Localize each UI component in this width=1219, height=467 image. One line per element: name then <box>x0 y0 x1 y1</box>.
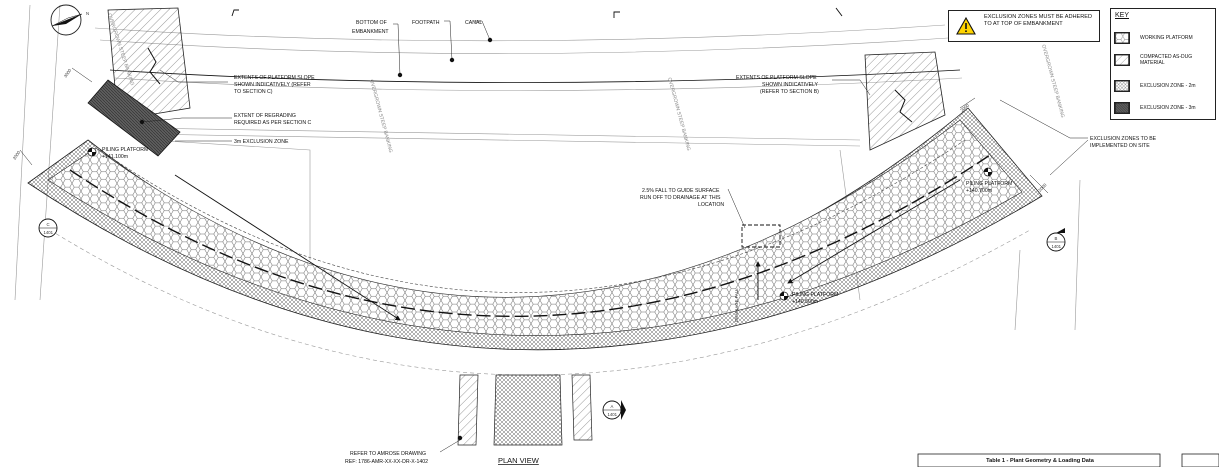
refer-drawing-label-1: REFER TO AMROSE DRAWING <box>350 451 426 457</box>
exclusion-3m-swatch-icon <box>1114 102 1130 114</box>
table-frame-right <box>1181 453 1219 467</box>
refer-drawing-label-2: REF: 1786-AMR-XX-XX-DR-X-1402 <box>345 459 428 465</box>
working-platform-swatch-icon <box>1114 32 1130 44</box>
north-arrow-icon: N <box>50 4 89 36</box>
section-a-ref: 1401 <box>608 412 618 417</box>
exclusion-zone-3m <box>87 79 181 157</box>
exclusion-site-label-1: EXCLUSION ZONES TO BE <box>1090 136 1157 142</box>
slope-right-label-1: EXTENTS OF PLATFORM SLOPE <box>736 75 817 81</box>
piling-right-label-2: +140.700m <box>966 188 992 194</box>
embankment-left <box>107 7 191 121</box>
piling-left-label-1: PILING PLATFORM <box>102 147 148 153</box>
section-c-letter: C <box>47 222 50 227</box>
section-a-letter: A <box>611 404 614 409</box>
dim-2000-top: 2000 <box>959 102 970 112</box>
north-label: N <box>86 11 89 16</box>
dim-2000-left: 2000 <box>12 149 22 160</box>
section-marker-a: A 1401 <box>602 400 626 420</box>
key-item-exclusion-3m: EXCLUSION ZONE - 3m <box>1114 102 1214 116</box>
working-platform-hex <box>48 120 1022 336</box>
regrading-label-1: EXTENT OF REGRADING <box>234 113 296 119</box>
leader-lines <box>141 20 1089 453</box>
access-ramp <box>457 374 593 446</box>
key-item-compacted: COMPACTED AS-DUG MATERIAL <box>1114 54 1214 68</box>
key-item-label: WORKING PLATFORM <box>1140 35 1193 41</box>
drainage-location-box <box>741 224 781 248</box>
slope-arrows <box>174 174 961 321</box>
warning-triangle-icon <box>956 17 976 35</box>
survey-flags <box>231 7 843 18</box>
exclusion-2m-swatch-icon <box>1114 80 1130 92</box>
regrading-label-2: REQUIRED AS PER SECTION C <box>234 120 312 126</box>
exclusion-site-label-2: IMPLEMENTED ON SITE <box>1090 143 1150 149</box>
slope-left-label-3: TO SECTION C) <box>234 89 273 95</box>
fall-label-1: 2.5% FALL TO GUIDE SURFACE <box>642 188 720 194</box>
slope-right-label-2: SHOWN INDICATIVELY <box>762 82 819 88</box>
key-title: KEY <box>1115 12 1130 19</box>
table-title: Table 1 - Plant Geometry & Loading Data <box>986 458 1094 464</box>
platform-secondary-line <box>99 139 966 293</box>
annotations: BOTTOM OF EMBANKMENT FOOTPATH CANAL EXTE… <box>102 20 1157 465</box>
piling-markers <box>87 147 993 301</box>
piling-marker-mid-icon <box>779 291 789 301</box>
key-item-exclusion-2m: EXCLUSION ZONE - 2m <box>1114 80 1214 94</box>
table-frame <box>917 453 1161 467</box>
compacted-swatch-icon <box>1114 54 1130 66</box>
canal-label: CANAL <box>465 20 482 26</box>
platform-centerline <box>69 154 991 318</box>
piling-marker-left-icon <box>87 147 97 157</box>
piling-right-label-1: PILING PLATFORM <box>966 181 1012 187</box>
drainage-fall-label: DRAINAGE FALL <box>734 288 739 322</box>
key-item-working-platform: WORKING PLATFORM <box>1114 32 1214 46</box>
slope-right-label-3: (REFER TO SECTION B) <box>760 89 819 95</box>
section-marker-c: C 1401 <box>38 218 58 238</box>
section-b-letter: B <box>1055 236 1058 241</box>
section-marker-b: B 1401 <box>1046 228 1066 252</box>
warning-text: EXCLUSION ZONES MUST BE ADHERED TO AT TO… <box>984 14 1093 27</box>
key-item-label: COMPACTED AS-DUG MATERIAL <box>1140 54 1193 66</box>
fall-label-2: RUN OFF TO DRAINAGE AT THIS <box>640 195 721 201</box>
embankment-label-4: OVERGROWN STEEP BANKING <box>1040 44 1065 119</box>
dimension-lines <box>19 67 1049 194</box>
piling-mid-label-2: +140.500m <box>792 299 818 305</box>
leader-dots <box>139 37 493 441</box>
dim-2000-right: 2000 <box>1037 182 1048 193</box>
dim-3000: 3000 <box>63 67 73 78</box>
key-item-label: EXCLUSION ZONE - 2m <box>1140 83 1196 89</box>
slope-left-label-1: EXTENTS OF PLATFORM SLOPE <box>234 75 315 81</box>
footpath-label: FOOTPATH <box>412 20 440 26</box>
bottom-embankment-label-1: BOTTOM OF <box>356 20 387 26</box>
embankment-label-3: OVERGROWN STEEP BANKING <box>666 77 691 152</box>
embankment-label-2: OVERGROWN STEEP BANKING <box>368 79 393 154</box>
section-c-ref: 1401 <box>44 230 54 235</box>
warning-box <box>948 10 1100 42</box>
fall-label-3: LOCATION <box>698 202 724 208</box>
exclusion-3m-label: 3m EXCLUSION ZONE <box>234 139 289 145</box>
piling-marker-right-icon <box>983 167 993 177</box>
embankment-right <box>864 51 946 151</box>
piling-mid-label-1: PILING PLATFORM <box>792 292 838 298</box>
section-b-ref: 1401 <box>1052 244 1062 249</box>
key-item-label: EXCLUSION ZONE - 3m <box>1140 105 1196 111</box>
slope-left-label-2: SHOWN INDICATIVELY (REFER <box>234 82 311 88</box>
bottom-embankment-label-2: EMBANKMENT <box>352 29 389 35</box>
piling-left-label-2: +141.100m <box>102 154 128 160</box>
plan-view-title: PLAN VIEW <box>498 456 540 465</box>
